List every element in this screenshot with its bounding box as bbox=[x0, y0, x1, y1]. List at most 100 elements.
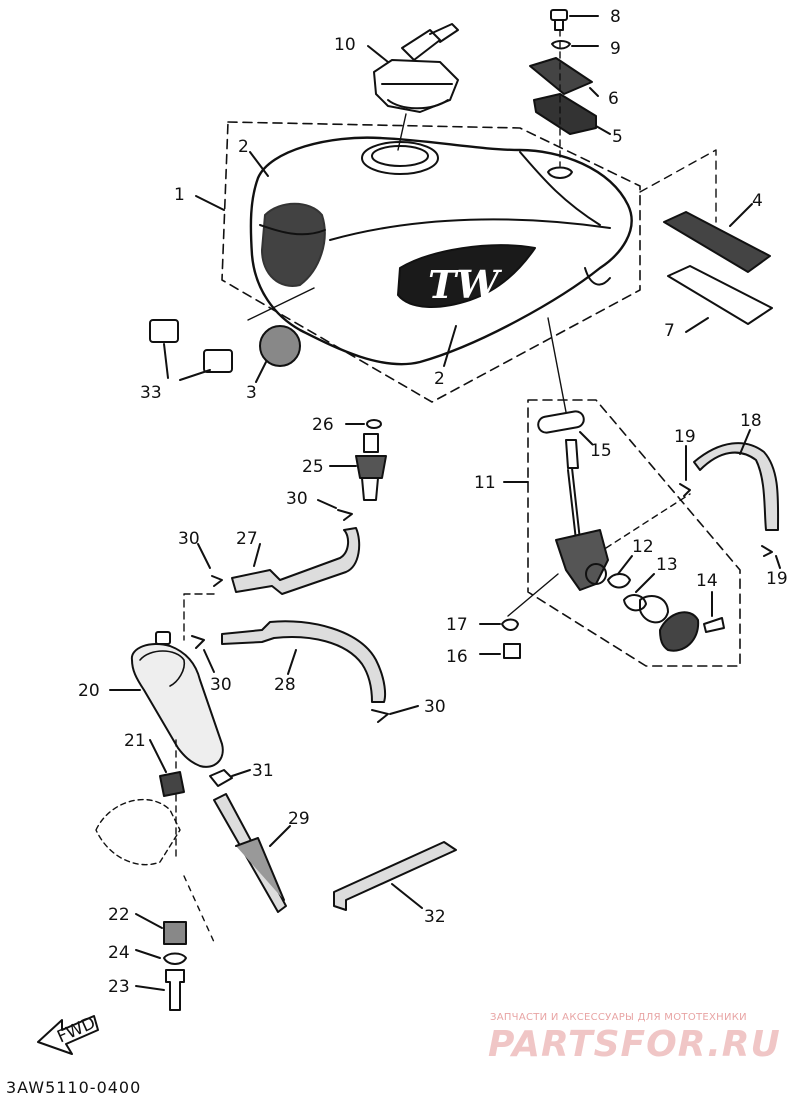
callout-28: 28 bbox=[274, 675, 296, 695]
leader-drain bbox=[507, 573, 559, 617]
leader-dash-4 bbox=[639, 149, 717, 223]
callout-labels: 1 2 2 3 4 5 6 7 8 9 10 11 12 13 14 15 16… bbox=[78, 7, 788, 997]
leader-tank-to-petcock bbox=[547, 317, 567, 413]
strap-32 bbox=[333, 841, 457, 911]
leader-30d bbox=[389, 705, 419, 715]
leader-2a bbox=[249, 151, 269, 177]
callout-22: 22 bbox=[108, 905, 130, 925]
leader-30b bbox=[197, 543, 211, 569]
screw-14 bbox=[703, 617, 725, 633]
pad-6 bbox=[529, 57, 593, 95]
cover bbox=[659, 611, 700, 652]
callout-19a: 19 bbox=[674, 427, 696, 447]
clip-30b bbox=[211, 575, 223, 587]
leader-12 bbox=[617, 555, 633, 575]
washer-12 bbox=[607, 573, 631, 589]
grommet-21 bbox=[159, 771, 185, 797]
mount-7 bbox=[667, 265, 773, 325]
hose-29-shade bbox=[235, 837, 285, 901]
clip-19b bbox=[761, 545, 773, 557]
callout-12: 12 bbox=[632, 537, 654, 557]
callout-4: 4 bbox=[752, 191, 763, 211]
leader-1 bbox=[195, 195, 225, 211]
gasket-17 bbox=[501, 618, 519, 631]
fitting-25 bbox=[355, 433, 387, 501]
callout-1: 1 bbox=[174, 185, 185, 205]
callout-8: 8 bbox=[610, 7, 621, 27]
callout-29: 29 bbox=[288, 809, 310, 829]
canister-20 bbox=[130, 631, 224, 768]
callout-2a: 2 bbox=[238, 137, 249, 157]
grommet bbox=[547, 166, 573, 179]
callout-13: 13 bbox=[656, 555, 678, 575]
leader-3b bbox=[247, 287, 315, 321]
watermark-brand: PARTSFOR.RU bbox=[488, 1024, 781, 1065]
petcock-11 bbox=[555, 439, 609, 591]
bracket-frame bbox=[95, 798, 181, 866]
leader-dash-20a bbox=[183, 593, 215, 641]
drawing-code: 3AW5110-0400 bbox=[6, 1078, 142, 1097]
washer-24 bbox=[163, 952, 187, 965]
washer-9 bbox=[551, 40, 571, 50]
leader-18 bbox=[739, 429, 751, 455]
petcock-boundary bbox=[527, 399, 741, 667]
callout-16: 16 bbox=[446, 647, 468, 667]
drain-bolt-16 bbox=[503, 643, 521, 659]
leader-31 bbox=[231, 769, 251, 777]
callout-25: 25 bbox=[302, 457, 324, 477]
tank-assembly-boundary bbox=[221, 121, 641, 403]
callout-30a: 30 bbox=[286, 489, 308, 509]
oring-15 bbox=[537, 410, 585, 434]
callout-7: 7 bbox=[664, 321, 675, 341]
fuel-cap bbox=[373, 23, 459, 113]
leader-filter-line bbox=[605, 493, 691, 549]
leader-cap-to-tank bbox=[397, 113, 407, 151]
leader-29 bbox=[269, 825, 291, 847]
callout-30b: 30 bbox=[178, 529, 200, 549]
leader-7 bbox=[685, 317, 709, 333]
clip-30a bbox=[337, 509, 353, 521]
hose-28 bbox=[221, 620, 386, 703]
leader-33 bbox=[163, 343, 211, 381]
leader-4 bbox=[729, 203, 753, 227]
callout-5: 5 bbox=[612, 127, 623, 147]
callout-32: 32 bbox=[424, 907, 446, 927]
callout-19b: 19 bbox=[766, 569, 788, 589]
callout-33: 33 bbox=[140, 383, 162, 403]
callout-17: 17 bbox=[446, 615, 468, 635]
leader-13 bbox=[635, 573, 655, 593]
bolt-23 bbox=[165, 969, 185, 1011]
hose-27 bbox=[231, 527, 361, 595]
bolt-8 bbox=[550, 9, 568, 31]
leader-30a bbox=[317, 499, 337, 509]
callout-30d: 30 bbox=[424, 697, 446, 717]
leader-27 bbox=[253, 543, 261, 567]
callout-3: 3 bbox=[246, 383, 257, 403]
clip-19a bbox=[679, 483, 691, 497]
hose-18 bbox=[693, 442, 780, 531]
callout-2b: 2 bbox=[434, 369, 445, 389]
clip-30d bbox=[371, 709, 389, 723]
emblem-33a bbox=[149, 319, 179, 343]
diaphragm bbox=[639, 595, 669, 624]
callout-10: 10 bbox=[334, 35, 356, 55]
callout-23: 23 bbox=[108, 977, 130, 997]
leader-32 bbox=[391, 883, 423, 909]
tank-logo: TW bbox=[428, 262, 502, 307]
callout-9: 9 bbox=[610, 39, 621, 59]
callout-30c: 30 bbox=[210, 675, 232, 695]
leader-19b bbox=[775, 555, 781, 569]
mount-4 bbox=[663, 211, 771, 273]
leader-3 bbox=[255, 361, 267, 383]
emblem-33b bbox=[203, 349, 233, 373]
callout-24: 24 bbox=[108, 943, 130, 963]
leader-21 bbox=[149, 739, 167, 773]
cap-3 bbox=[259, 325, 301, 367]
bracket-5 bbox=[533, 93, 597, 135]
leader-6 bbox=[589, 87, 599, 97]
clip-31 bbox=[209, 769, 233, 787]
leader-10 bbox=[367, 45, 389, 63]
leader-28 bbox=[287, 649, 297, 675]
leader-5 bbox=[595, 125, 611, 135]
